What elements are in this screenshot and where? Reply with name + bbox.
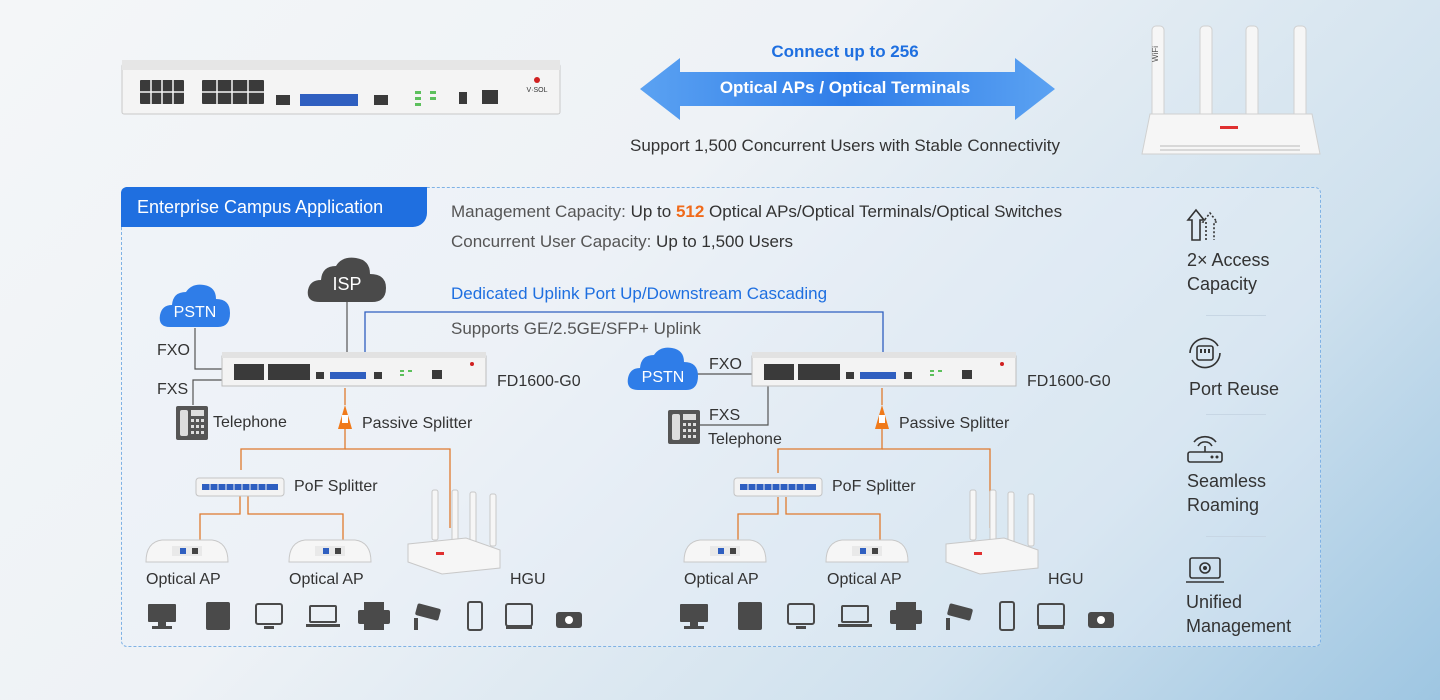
feature-seamless-roaming: Seamless Roaming [1187, 469, 1266, 517]
panel-tab-title: Enterprise Campus Application [121, 187, 427, 227]
optical-ap-label-left-2: Optical AP [289, 571, 364, 588]
management-count: 512 [675, 202, 705, 221]
camera-icon [414, 603, 441, 630]
tv-icon [255, 603, 283, 629]
router-image: WiFi [1141, 25, 1321, 155]
passive-splitter-icon [338, 405, 352, 429]
passive-splitter-label-left: Passive Splitter [362, 415, 473, 432]
pstn-cloud-icon [159, 284, 230, 327]
feature-divider [1206, 536, 1266, 537]
telephone-label-left: Telephone [213, 414, 287, 431]
double-arrow-icon [640, 58, 1055, 120]
management-label: Management Capacity: [451, 202, 626, 221]
optical-ap-label-right-1: Optical AP [684, 571, 759, 588]
laptop-icon [838, 605, 872, 627]
feature-access-capacity: 2× Access Capacity [1187, 248, 1270, 296]
telephone-icon [176, 406, 208, 440]
smartphone-icon [467, 601, 483, 631]
tablet-icon [505, 603, 533, 629]
hgu-label-left: HGU [510, 571, 546, 588]
camera-icon [946, 603, 973, 630]
printer-icon [358, 602, 390, 630]
router-roaming-icon [1187, 435, 1223, 463]
feature-unified-management: Unified Management [1186, 590, 1291, 638]
optical-ap-icon [683, 539, 767, 563]
projector-icon [556, 612, 582, 628]
feature-label: Capacity [1187, 274, 1258, 294]
concurrent-label: Concurrent User Capacity: [451, 232, 652, 251]
smartphone-icon [999, 601, 1015, 631]
desktop-icon [148, 604, 176, 629]
hgu-router-icon [945, 489, 1039, 575]
feature-label: Roaming [1187, 495, 1260, 515]
pof-splitter-icon [733, 477, 823, 497]
management-capacity: Management Capacity: Up to 512 Optical A… [451, 202, 1062, 222]
ip-phone-icon [738, 602, 762, 630]
olt-device-right [751, 352, 1017, 387]
support-text: Support 1,500 Concurrent Users with Stab… [630, 136, 1060, 155]
hgu-label-right: HGU [1048, 571, 1084, 588]
pstn-cloud-icon [627, 347, 698, 390]
pof-splitter-icon [195, 477, 285, 497]
optical-ap-icon [288, 539, 372, 563]
application-panel [121, 187, 1321, 647]
fxo-label-left: FXO [157, 342, 190, 359]
feature-label: Port Reuse [1189, 379, 1280, 399]
hgu-router-icon [407, 489, 501, 575]
isp-label: ISP [332, 274, 362, 294]
double-arrow-up-icon [1186, 208, 1219, 241]
laptop-icon [306, 605, 340, 627]
optical-ap-icon [825, 539, 909, 563]
ip-phone-icon [206, 602, 230, 630]
uplink-subtitle: Supports GE/2.5GE/SFP+ Uplink [451, 319, 701, 338]
end-devices-left [148, 601, 582, 631]
optical-ap-label-left-1: Optical AP [146, 571, 221, 588]
management-prefix: Up to [630, 202, 672, 221]
olt-brand-text: V·SOL [526, 87, 547, 94]
isp-cloud-icon [307, 257, 386, 302]
feature-label: Seamless [1187, 471, 1267, 491]
tablet-icon [1037, 603, 1065, 629]
feature-label: Unified [1186, 592, 1243, 612]
fxs-label-left: FXS [157, 381, 189, 398]
telephone-icon [668, 410, 700, 444]
feature-port-reuse: Port Reuse [1189, 377, 1279, 401]
optical-ap-icon [145, 539, 229, 563]
passive-splitter-label-right: Passive Splitter [899, 415, 1010, 432]
end-devices-right [680, 601, 1114, 631]
optical-ap-label-right-2: Optical AP [827, 571, 902, 588]
printer-icon [890, 602, 922, 630]
arrow-text: Optical APs / Optical Terminals [719, 78, 971, 97]
feature-divider [1206, 315, 1266, 316]
laptop-management-icon [1186, 557, 1224, 583]
uplink-title: Dedicated Uplink Port Up/Downstream Casc… [451, 284, 828, 303]
tv-icon [787, 603, 815, 629]
concurrent-capacity: Concurrent User Capacity: Up to 1,500 Us… [451, 232, 793, 252]
feature-label: 2× Access [1187, 250, 1270, 270]
concurrent-value: Up to 1,500 Users [656, 232, 794, 251]
device-name-left: FD1600-G0 [497, 373, 581, 390]
feature-divider [1206, 414, 1266, 415]
olt-device-left [221, 352, 487, 387]
desktop-icon [680, 604, 708, 629]
fxs-label-right: FXS [709, 407, 741, 424]
device-name-right: FD1600-G0 [1027, 373, 1111, 390]
wifi-text: WiFi [1151, 46, 1160, 62]
pstn-label-right: PSTN [641, 369, 685, 386]
passive-splitter-icon [875, 405, 889, 429]
pof-splitter-label-left: PoF Splitter [294, 478, 378, 495]
management-suffix: Optical APs/Optical Terminals/Optical Sw… [709, 202, 1063, 221]
connect-title: Connect up to 256 [771, 42, 919, 61]
olt-switch-image: V·SOL [121, 60, 561, 115]
port-reuse-icon [1189, 337, 1221, 369]
telephone-label-right: Telephone [708, 431, 782, 448]
pstn-label-left: PSTN [173, 304, 217, 321]
feature-label: Management [1186, 616, 1292, 636]
pof-splitter-label-right: PoF Splitter [832, 478, 916, 495]
fxo-label-right: FXO [709, 356, 742, 373]
projector-icon [1088, 612, 1114, 628]
